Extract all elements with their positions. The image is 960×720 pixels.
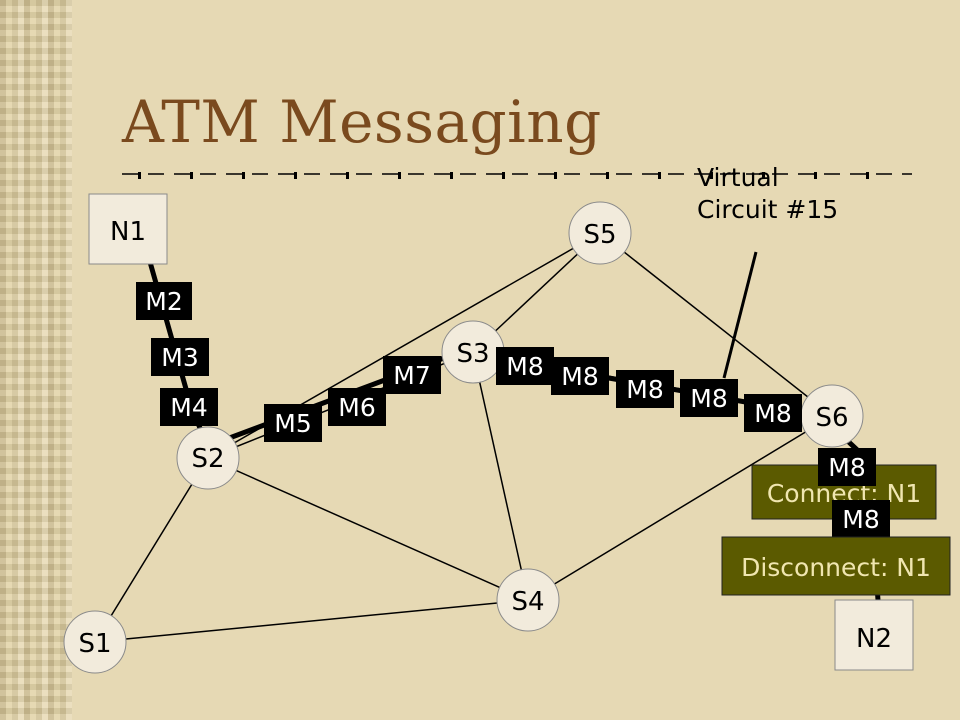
switch-s4[interactable]: S4 — [496, 568, 560, 632]
message-m4: M4 — [160, 388, 218, 426]
host-n2-label: N2 — [856, 624, 892, 654]
link-s2-s4 — [207, 457, 529, 601]
svg-text:M8: M8 — [842, 505, 879, 534]
switch-s1[interactable]: S1 — [63, 610, 127, 674]
link-s1-s2 — [94, 457, 209, 643]
slide-title: ATM Messaging — [122, 88, 602, 156]
message-m8: M8 — [616, 370, 674, 408]
message-m2: M2 — [136, 282, 192, 320]
svg-text:M2: M2 — [145, 287, 182, 316]
link-s1-s4 — [94, 599, 529, 643]
message-m8: M8 — [551, 357, 609, 395]
host-n1[interactable]: N1 — [88, 193, 168, 265]
svg-text:M7: M7 — [393, 361, 430, 390]
svg-text:M3: M3 — [161, 343, 198, 372]
host-n2[interactable]: N2 — [834, 599, 914, 671]
switch-s6-label: S6 — [815, 403, 848, 433]
message-m5: M5 — [264, 404, 322, 442]
virtual-circuit-annotation: Virtual Circuit #15 — [697, 162, 838, 226]
link-s3-s4 — [472, 351, 529, 601]
message-m8: M8 — [818, 448, 876, 486]
switch-s2-label: S2 — [191, 444, 224, 474]
switch-s3-label: S3 — [456, 339, 489, 369]
svg-text:M8: M8 — [626, 375, 663, 404]
switch-s5-label: S5 — [583, 220, 616, 250]
host-n1-label: N1 — [110, 217, 146, 247]
disconnect-box-label: Disconnect: N1 — [741, 553, 931, 582]
disconnect-box[interactable]: Disconnect: N1 — [721, 536, 951, 596]
message-m6: M6 — [328, 388, 386, 426]
svg-text:M8: M8 — [561, 362, 598, 391]
switch-s2[interactable]: S2 — [176, 426, 240, 490]
link-s4-s6 — [527, 415, 833, 601]
svg-text:M8: M8 — [828, 453, 865, 482]
annotation-line-1: Virtual — [697, 163, 779, 192]
switch-s5[interactable]: S5 — [568, 201, 632, 265]
annotation-pointer — [722, 251, 758, 379]
decorative-side-stripe — [0, 0, 72, 720]
message-m8: M8 — [744, 394, 802, 432]
switch-s3[interactable]: S3 — [441, 320, 505, 384]
svg-text:M5: M5 — [274, 409, 311, 438]
message-m8: M8 — [832, 500, 890, 538]
dashed-title-rule — [122, 172, 912, 179]
message-m7: M7 — [383, 356, 441, 394]
svg-text:M6: M6 — [338, 393, 375, 422]
message-m8: M8 — [680, 379, 738, 417]
svg-text:M8: M8 — [754, 399, 791, 428]
svg-text:M8: M8 — [690, 384, 727, 413]
switch-s6[interactable]: S6 — [800, 384, 864, 448]
switch-s4-label: S4 — [511, 587, 544, 617]
svg-text:M4: M4 — [170, 393, 207, 422]
svg-text:M8: M8 — [506, 352, 543, 381]
annotation-line-2: Circuit #15 — [697, 195, 839, 224]
message-m8: M8 — [496, 347, 554, 385]
message-m3: M3 — [151, 338, 209, 376]
link-s5-s6 — [599, 232, 833, 417]
switch-s1-label: S1 — [78, 629, 111, 659]
